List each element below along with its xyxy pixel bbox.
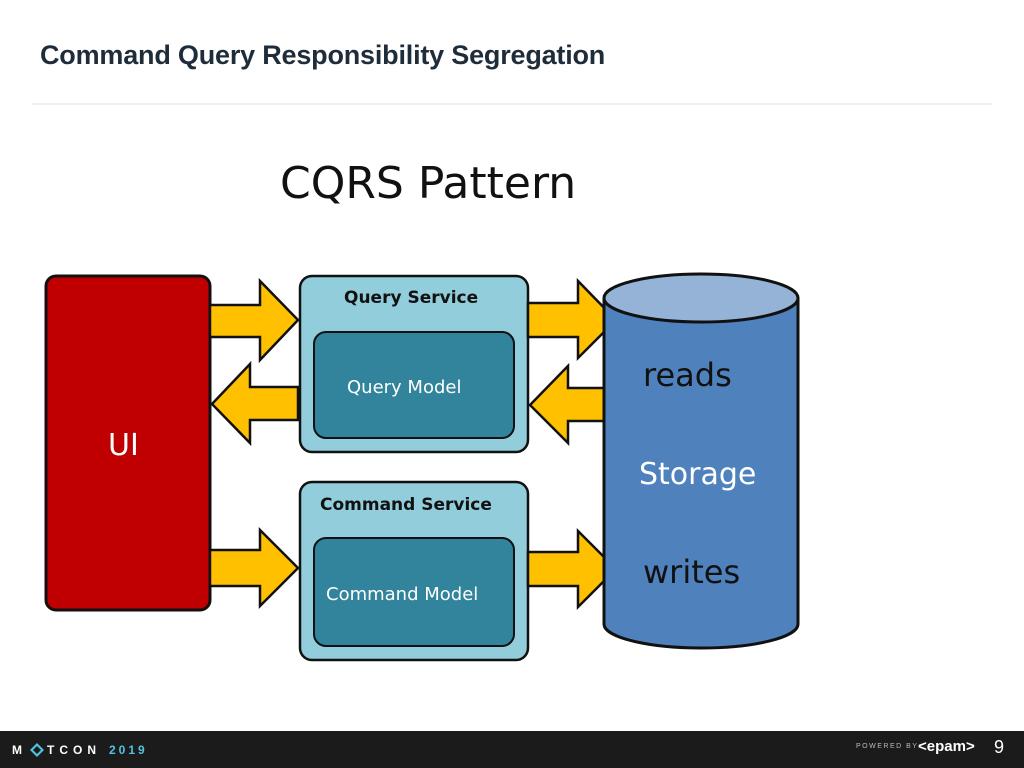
slide-title: Command Query Responsibility Segregation xyxy=(40,40,606,70)
query-service-label: Query Service xyxy=(344,288,478,308)
storage-cylinder xyxy=(602,298,800,650)
storage-label: Storage xyxy=(639,457,756,492)
storage-reads-label: reads xyxy=(643,356,732,394)
logo-mark-icon xyxy=(30,743,44,757)
arrow-command-to-storage xyxy=(526,527,618,611)
arrow-ui-to-command xyxy=(208,526,300,610)
powered-by-label: POWERED BY xyxy=(856,743,919,750)
command-model-box xyxy=(313,537,515,647)
ui-block xyxy=(44,274,212,612)
command-model-label: Command Model xyxy=(326,584,478,605)
arrow-query-to-ui xyxy=(210,360,300,447)
ui-label: UI xyxy=(108,428,139,463)
logo-text-left: M xyxy=(12,743,27,757)
cqrs-diagram: CQRS Pattern UI Query Service Query Mode… xyxy=(44,158,800,662)
arrow-ui-to-query xyxy=(208,277,300,364)
page-number: 9 xyxy=(994,737,1005,757)
diagram-heading: CQRS Pattern xyxy=(280,158,576,209)
title-divider xyxy=(32,103,992,105)
query-model-box xyxy=(313,331,515,439)
command-service-label: Command Service xyxy=(320,495,492,515)
storage-writes-label: writes xyxy=(643,553,740,591)
arrow-query-to-storage xyxy=(526,277,618,362)
storage-cylinder-top xyxy=(602,272,800,324)
footer-bar: M TCON 2019 POWERED BY <epam> 9 xyxy=(0,731,1024,768)
epam-brand-logo: <epam> xyxy=(918,738,975,755)
event-logo: M TCON 2019 xyxy=(12,740,148,760)
logo-year: 2019 xyxy=(109,743,148,757)
logo-text-right: TCON xyxy=(47,743,101,757)
query-model-label: Query Model xyxy=(347,377,461,398)
